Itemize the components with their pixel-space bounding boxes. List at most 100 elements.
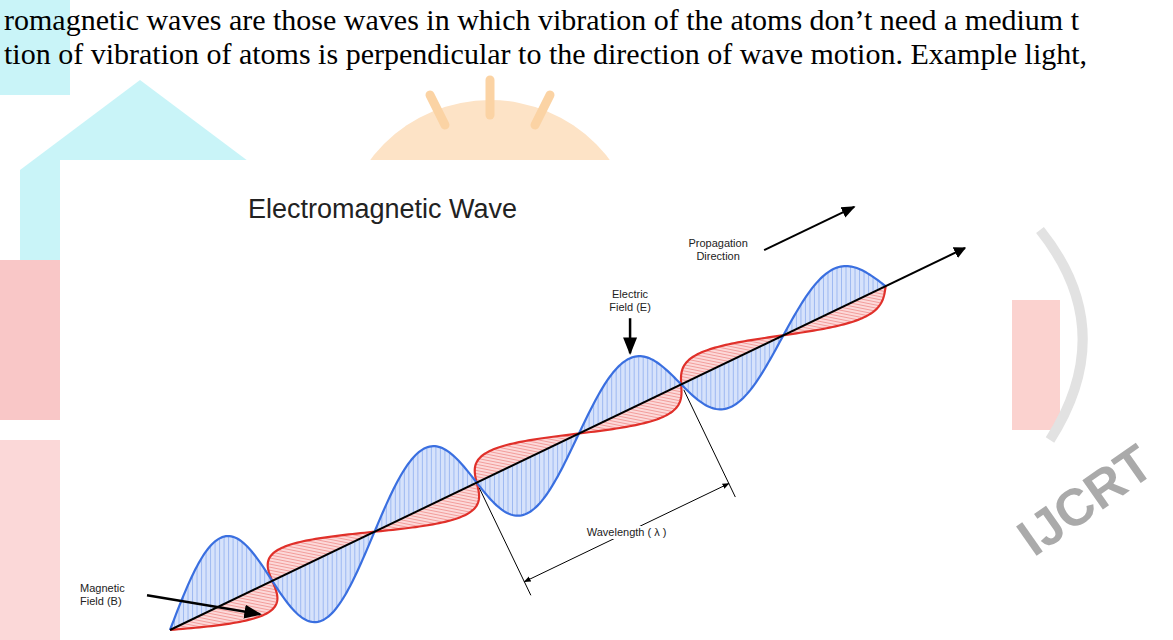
electric-wave-hatch [719, 366, 720, 410]
electric-wave-hatch [625, 361, 626, 411]
magnetic-wave-hatch [477, 461, 508, 467]
electric-wave-hatch [201, 558, 202, 615]
watermark-sun-rays [430, 80, 550, 125]
magnetic-wave-hatch [409, 515, 444, 522]
electric-wave-hatch [868, 274, 869, 294]
electric-wave-hatch [440, 447, 441, 500]
electric-wave-hatch [233, 537, 234, 600]
electric-wave-hatch [435, 446, 436, 502]
watermark-text: IJCRT [1006, 431, 1165, 568]
magnetic-wave-hatch [681, 373, 697, 376]
watermark-shapes [0, 0, 1083, 640]
electric-wave-hatch [287, 574, 288, 603]
magnetic-wave-hatch [612, 418, 642, 424]
electric-wave-hatch [836, 268, 837, 310]
magnetic-wave-hatch [436, 502, 473, 509]
electric-wave-hatch [282, 576, 283, 597]
watermark-curve [1040, 230, 1083, 440]
electric-wave-hatch [548, 448, 549, 492]
electric-wave-hatch [197, 566, 198, 617]
electric-wave-hatch [517, 463, 518, 515]
electric-wave-hatch [751, 351, 752, 389]
magnetic-wave-hatch [445, 498, 477, 504]
electric-wave-hatch [710, 370, 711, 407]
magnetic-wave-hatch [823, 316, 852, 322]
electric-wave-hatch [336, 550, 337, 608]
magnetic-wave-hatch [621, 413, 655, 420]
electric-wave-hatch [873, 277, 874, 292]
magnetic-wave-hatch [499, 447, 535, 454]
propagation-arrow [764, 207, 854, 250]
electric-wave-hatch [737, 357, 738, 403]
electric-wave-hatch [530, 457, 531, 512]
electric-wave-hatch [485, 478, 486, 493]
electric-wave-hatch [255, 556, 256, 588]
magnetic-wave-hatch [687, 362, 716, 368]
electric-wave-hatch [462, 466, 463, 490]
magnetic-wave-hatch [724, 345, 751, 350]
electric-wave-hatch [764, 344, 765, 368]
electric-wave-hatch [864, 271, 865, 296]
electric-wave-hatch [647, 358, 648, 401]
magnetic-wave-hatch [404, 517, 436, 523]
magnetic-wave-hatch [485, 454, 522, 461]
electric-wave-hatch [544, 450, 545, 498]
magnetic-wave-hatch [701, 353, 734, 360]
magnetic-wave-hatch [193, 619, 221, 625]
electric-wave-hatch [832, 270, 833, 312]
electric-wave-hatch [846, 266, 847, 305]
electric-wave-hatch [607, 381, 608, 420]
magnetic-wave-hatch [202, 615, 239, 622]
electric-wave-hatch [431, 446, 432, 504]
electric-wave-hatch [413, 457, 414, 513]
axis-label: Propagation Direction [678, 237, 758, 263]
electric-wave-hatch [494, 474, 495, 503]
magnetic-wave-hatch [837, 310, 867, 316]
electric-wave-hatch [327, 554, 328, 617]
electric-wave-hatch [701, 374, 702, 402]
electric-wave-hatch [341, 548, 342, 602]
electric-wave-hatch [643, 356, 644, 402]
electric-wave-hatch [715, 368, 716, 409]
electric-wave-hatch [746, 353, 747, 394]
electric-wave-hatch [616, 369, 617, 416]
magnetic-wave-hatch [689, 360, 720, 366]
magnetic-wave-hatch [869, 294, 884, 297]
electric-wave-hatch [332, 552, 333, 613]
electric-wave-hatch [399, 477, 400, 519]
magnetic-wave-hatch [819, 318, 846, 323]
wavelength-marker [479, 488, 531, 595]
magnetic-wave-hatch [197, 617, 230, 624]
magnetic-wave-hatch [306, 541, 341, 548]
wavelength-label: Wavelength ( λ ) [584, 526, 670, 539]
magnetic-wave-hatch [706, 351, 738, 357]
electric-wave-hatch [237, 539, 238, 598]
magnetic-wave-hatch [519, 442, 549, 448]
magnetic-wave-hatch [643, 403, 675, 409]
field-label: Electric Field (E) [600, 288, 660, 314]
electric-wave-hatch [697, 377, 698, 400]
electric-wave-hatch [453, 456, 454, 493]
pointer-arrows [147, 207, 854, 614]
electric-wave-hatch [692, 379, 693, 396]
electric-wave-fill [170, 266, 886, 630]
electric-wave-hatch [291, 572, 292, 609]
magnetic-wave-hatch [681, 376, 693, 378]
magnetic-wave-hatch [648, 400, 678, 406]
magnetic-wave-hatch [828, 314, 858, 320]
wavelength-arrow [524, 484, 728, 582]
magnetic-wave-hatch [692, 357, 724, 363]
electric-wave-hatch [814, 285, 815, 320]
electric-wave-hatch [300, 567, 301, 616]
electric-wave-hatch [314, 561, 315, 622]
field-label: Magnetic Field (B) [80, 582, 142, 608]
electric-wave-hatch [760, 346, 761, 375]
magnetic-wave-hatch [512, 444, 544, 450]
electric-wave-hatch [634, 357, 635, 407]
electric-wave-hatch [724, 364, 725, 409]
electric-wave-hatch [183, 595, 184, 623]
magnetic-wave-hatch [625, 411, 660, 418]
magnetic-wave-hatch [489, 451, 526, 458]
electric-wave-hatch [652, 360, 653, 399]
electric-wave-hatch [665, 369, 666, 392]
